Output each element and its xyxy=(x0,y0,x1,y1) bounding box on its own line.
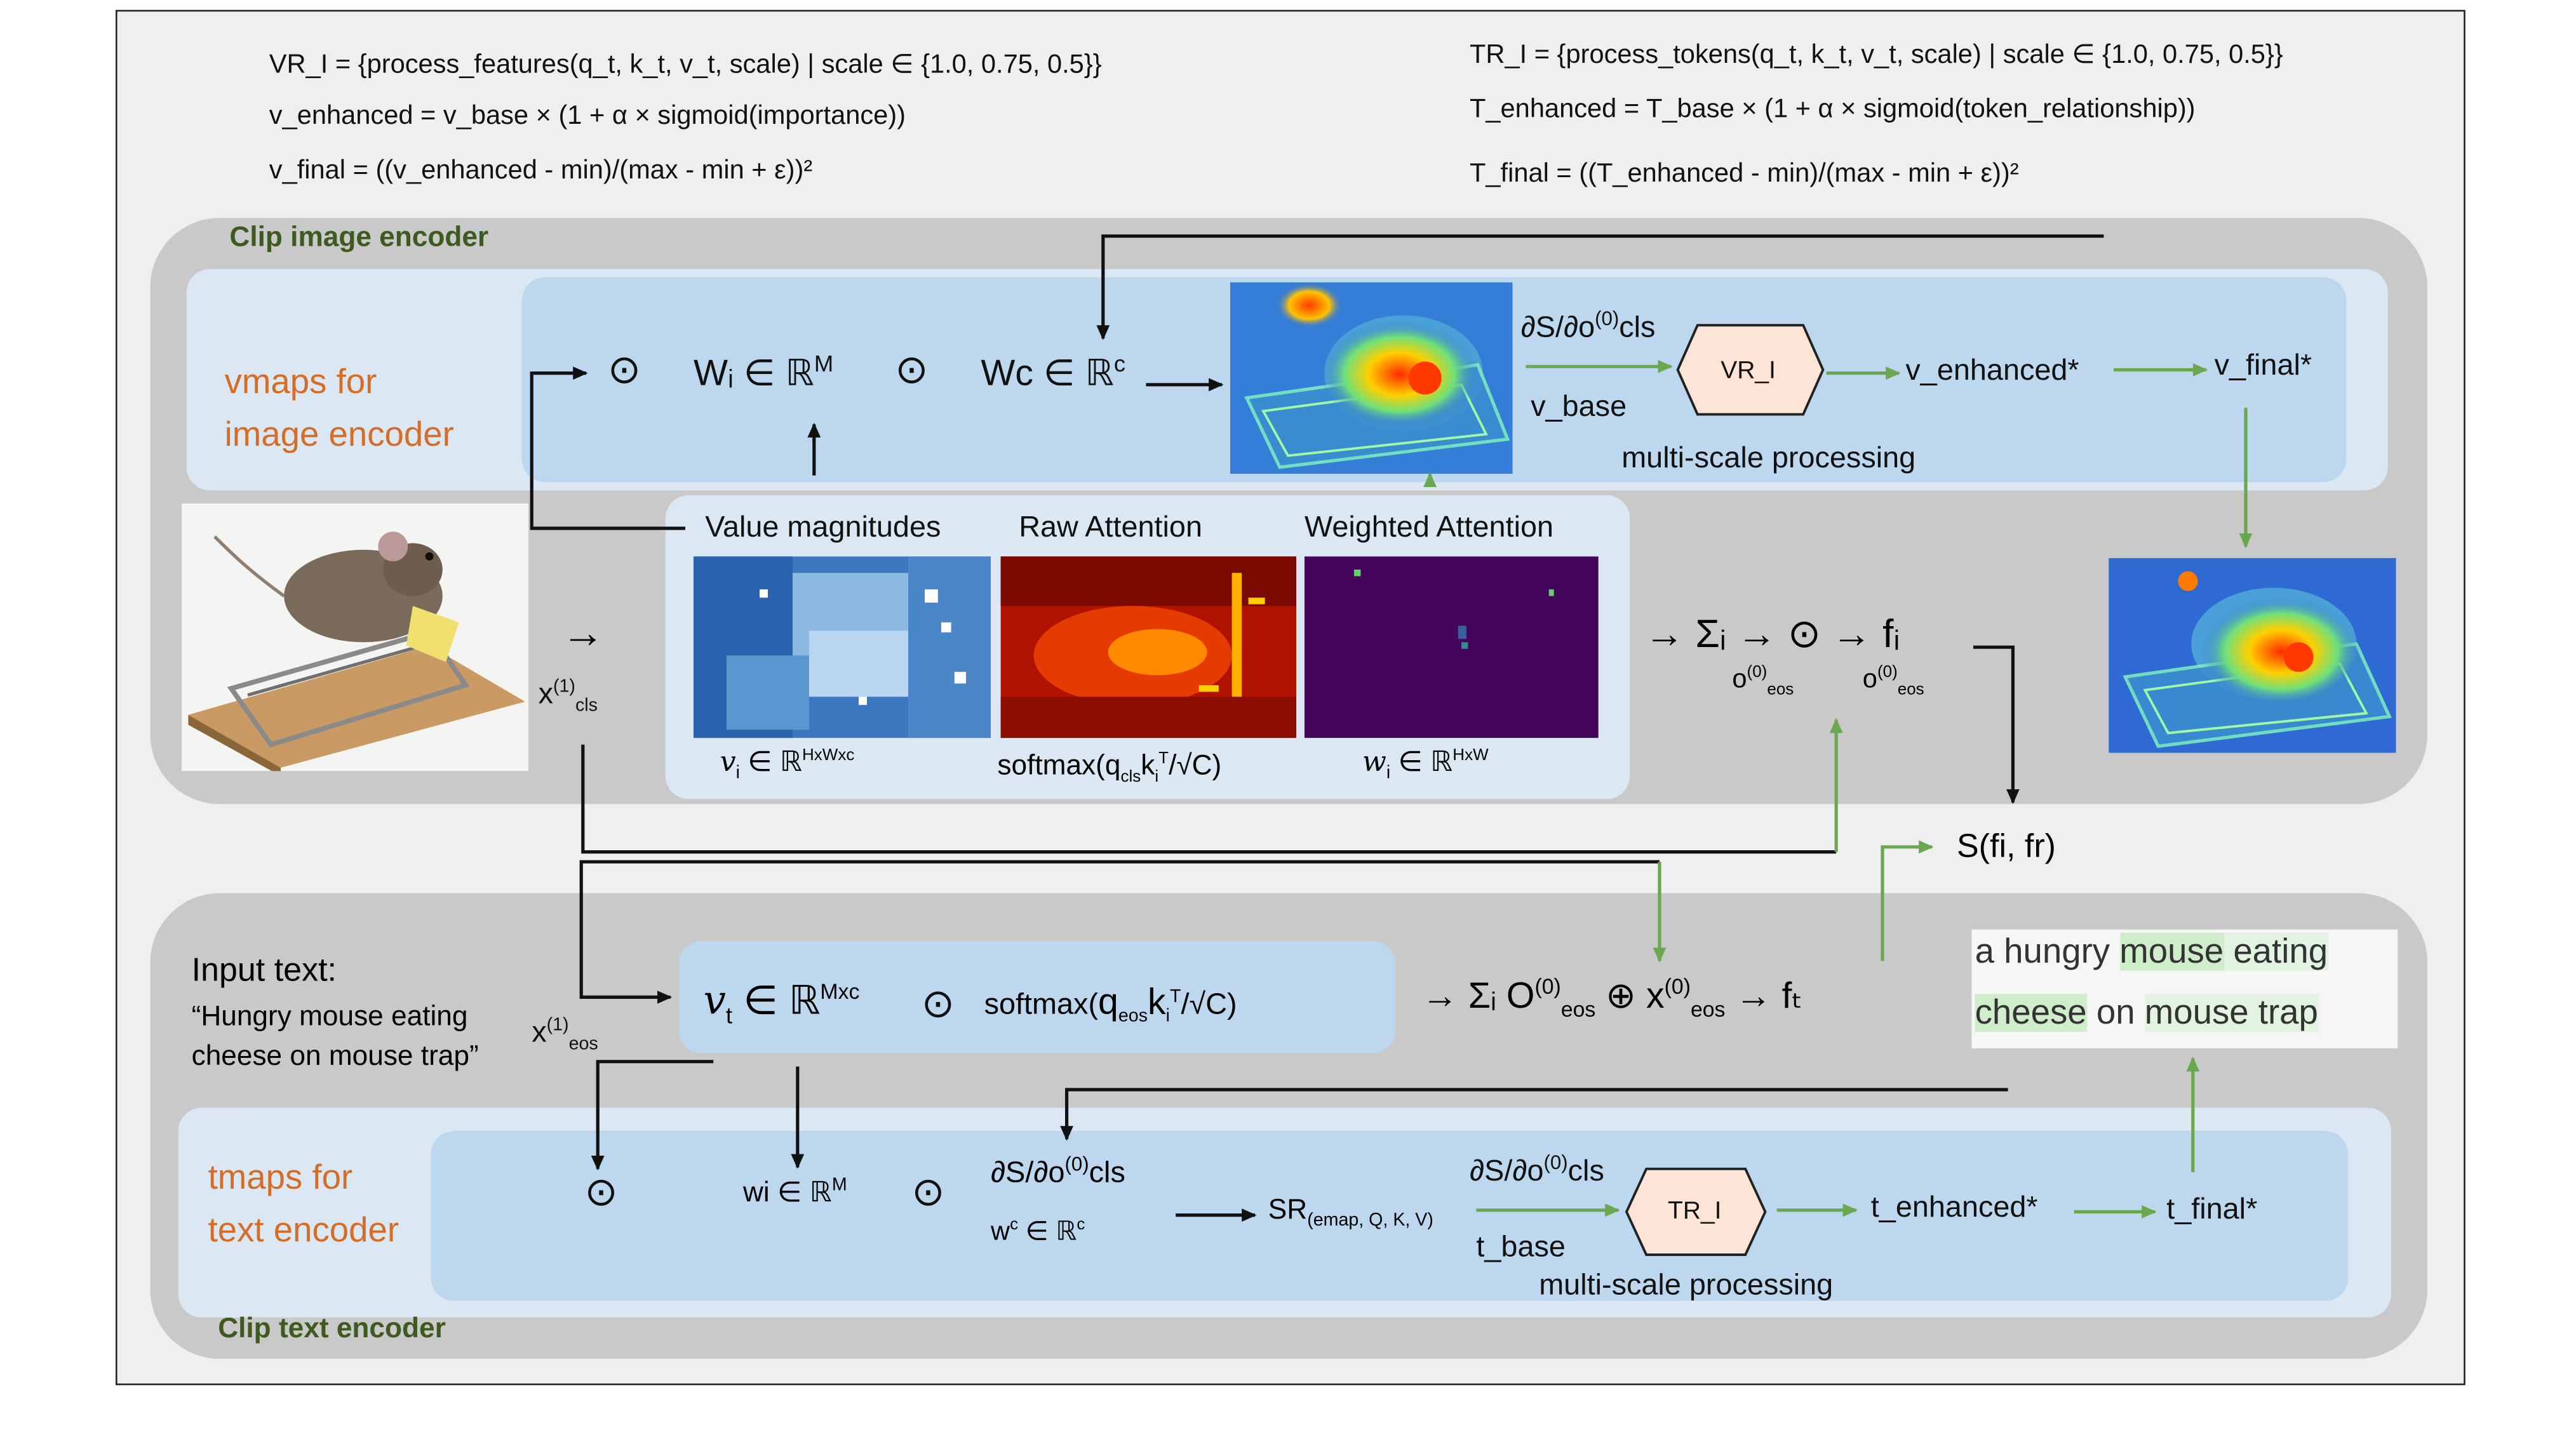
multi-scale-text-label: multi-scale processing xyxy=(1539,1267,1834,1301)
wc-text-label: wc ∈ ℝc xyxy=(991,1216,1085,1246)
vmaps-label-1: vmaps for xyxy=(224,363,377,401)
caption-line-2: cheese on mouse trap xyxy=(1975,994,2318,1032)
grad-label: ∂S/∂o(0)cls xyxy=(1520,307,1656,344)
t-enhanced-label: t_enhanced* xyxy=(1870,1190,2038,1224)
vr-hexagon-label: VR_I xyxy=(1721,356,1776,385)
input-text-title: Input text: xyxy=(191,952,337,989)
wc-label: Wc ∈ ℝc xyxy=(981,350,1126,394)
grad-cls-label: ∂S/∂o(0)cls xyxy=(1470,1151,1604,1187)
input-text-line-2: cheese on mouse trap” xyxy=(191,1040,479,1072)
softmax-eos-formula: softmax(qeoskiT/√C) xyxy=(984,980,1237,1027)
weighted-attention-map xyxy=(1305,556,1599,738)
text-sum-chain: → Σᵢ O(0)eos ⊕ x(0)eos → fₜ xyxy=(1421,974,1803,1022)
raw-attention-title: Raw Attention xyxy=(1019,510,1203,544)
output-heatmap-image xyxy=(2109,558,2396,753)
wi-formula: wi ∈ ℝHxW xyxy=(1362,746,1489,784)
formula-vr: VR_I = {process_features(q_t, k_t, v_t, … xyxy=(269,51,1102,79)
formula-t-enhanced: T_enhanced = T_base × (1 + α × sigmoid(t… xyxy=(1470,95,2196,124)
value-magnitudes-title: Value magnitudes xyxy=(705,510,941,544)
formula-t-final: T_final = ((T_enhanced - min)/(max - min… xyxy=(1470,160,2019,189)
sum-chain: → Σᵢ → ⊙ → fᵢ xyxy=(1644,612,1900,657)
odot-symbol: ⊙ xyxy=(607,348,641,393)
caption-line-1: a hungry mouse eating xyxy=(1975,933,2328,971)
sr-label: SR(emap, Q, K, V) xyxy=(1268,1193,1433,1231)
arrow-symbol: → xyxy=(561,607,605,657)
value-magnitudes-map xyxy=(694,556,991,738)
multi-scale-label: multi-scale processing xyxy=(1621,441,1916,474)
input-text-line-1: “Hungry mouse eating xyxy=(191,1000,468,1032)
vr-hexagon xyxy=(1676,324,1825,416)
odot-symbol: ⊙ xyxy=(921,982,955,1027)
odot-symbol: ⊙ xyxy=(895,348,929,393)
mouse-trap-photo xyxy=(182,504,528,772)
softmax-cls-formula: softmax(qclskiT/√C) xyxy=(997,749,1222,787)
tmaps-label-1: tmaps for xyxy=(208,1159,353,1197)
formula-v-enhanced: v_enhanced = v_base × (1 + α × sigmoid(i… xyxy=(269,102,906,131)
similarity-label: S(fi, fr) xyxy=(1957,829,2056,865)
tr-hexagon xyxy=(1625,1167,1767,1256)
weighted-attention-title: Weighted Attention xyxy=(1305,510,1554,544)
vmaps-label-2: image encoder xyxy=(224,416,454,454)
t-base-label: t_base xyxy=(1476,1229,1566,1263)
text-encoder-title: Clip text encoder xyxy=(218,1313,446,1344)
o-eos-label: o(0)eos xyxy=(1862,664,1924,700)
tmaps-label-2: text encoder xyxy=(208,1212,399,1250)
image-encoder-title: Clip image encoder xyxy=(229,221,489,253)
tmaps-inner-band xyxy=(431,1130,2349,1301)
x-cls-label: x(1)cls xyxy=(538,677,598,716)
raw-attention-map xyxy=(1000,556,1296,738)
x-eos-label: x(1)eos xyxy=(532,1015,598,1055)
formula-tr: TR_I = {process_tokens(q_t, k_t, v_t, sc… xyxy=(1470,41,2283,70)
o-eos-label: o(0)eos xyxy=(1732,664,1794,700)
vi-formula: vi ∈ ℝHxWxc xyxy=(720,746,855,784)
tr-hexagon-label: TR_I xyxy=(1668,1196,1722,1226)
grad-text-label: ∂S/∂o(0)cls xyxy=(991,1152,1125,1189)
wi-text-label: wi ∈ ℝM xyxy=(743,1175,847,1208)
vt-formula: vt ∈ ℝMxc xyxy=(703,977,860,1029)
odot-symbol: ⊙ xyxy=(584,1170,618,1215)
v-final-label: v_final* xyxy=(2214,348,2312,382)
odot-symbol: ⊙ xyxy=(911,1170,945,1215)
cat-heatmap-image xyxy=(1230,282,1513,474)
wi-label: Wᵢ ∈ ℝM xyxy=(694,350,834,394)
formula-v-final: v_final = ((v_enhanced - min)/(max - min… xyxy=(269,156,813,185)
text-attention-box xyxy=(678,941,1395,1053)
v-enhanced-label: v_enhanced* xyxy=(1905,353,2079,387)
t-final-label: t_final* xyxy=(2166,1192,2258,1226)
v-base-label: v_base xyxy=(1531,389,1627,423)
